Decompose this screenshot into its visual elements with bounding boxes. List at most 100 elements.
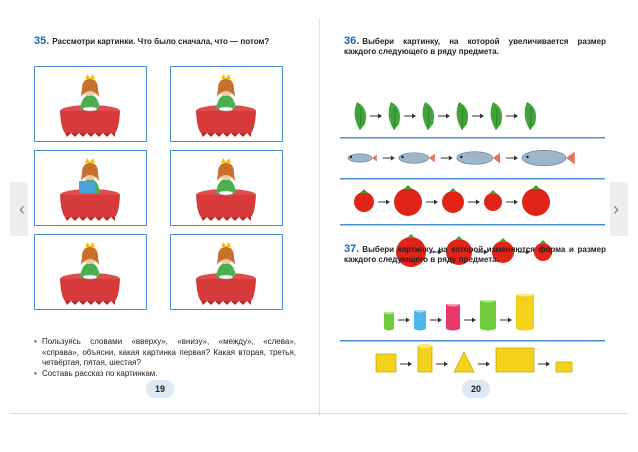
row-divider bbox=[340, 224, 605, 226]
tablecloth bbox=[196, 195, 256, 217]
tomato-leaf bbox=[360, 189, 368, 193]
girl-dress bbox=[80, 95, 100, 109]
arrow-head-icon bbox=[486, 361, 490, 367]
cylinder-icon bbox=[384, 312, 394, 328]
cylinder-icon bbox=[417, 345, 433, 373]
cylinder-top bbox=[384, 309, 394, 315]
fish-tail bbox=[492, 152, 500, 164]
instruction-item: Составь рассказ по картинкам. bbox=[34, 369, 296, 380]
page-number-left: 19 bbox=[146, 380, 174, 398]
cylinder-bottom bbox=[414, 325, 426, 331]
tablecloth-fringe bbox=[65, 301, 115, 305]
girl-at-table-illustration bbox=[60, 158, 120, 221]
arrow-head-icon bbox=[386, 199, 390, 205]
cylinder-top bbox=[480, 297, 496, 303]
tomato-leaf bbox=[404, 185, 412, 189]
girl-at-table-illustration bbox=[60, 74, 120, 137]
tomato-icon bbox=[446, 239, 472, 265]
task-37-heading: 37.Выбери картинку, на которой изменяютс… bbox=[344, 244, 606, 265]
fish-eye bbox=[460, 155, 463, 159]
plate-icon bbox=[218, 274, 234, 280]
page-number-right: 20 bbox=[462, 380, 490, 398]
cylinder-top bbox=[516, 291, 534, 297]
cylinder-bottom bbox=[446, 325, 460, 331]
row-divider bbox=[340, 340, 605, 342]
page-gutter bbox=[319, 18, 320, 416]
cube-icon bbox=[375, 353, 397, 373]
fish-icon bbox=[521, 150, 567, 167]
girl-dress bbox=[216, 95, 236, 109]
row-divider bbox=[340, 178, 605, 180]
plate-icon bbox=[218, 106, 234, 112]
task-36-rows bbox=[340, 102, 605, 267]
task-36-number: 36. bbox=[344, 35, 360, 47]
arrow-head-icon bbox=[480, 113, 484, 119]
crown-icon bbox=[85, 242, 95, 247]
leaf-vein bbox=[529, 107, 532, 131]
arrow-head-icon bbox=[438, 249, 442, 255]
tablecloth bbox=[60, 111, 120, 133]
fish-eye bbox=[526, 155, 529, 159]
fish-tail bbox=[372, 154, 377, 162]
girl-at-table-illustration bbox=[196, 242, 256, 305]
tablecloth-fringe bbox=[65, 217, 115, 221]
plate-icon bbox=[82, 106, 98, 112]
tomato-icon bbox=[534, 243, 552, 261]
picture-panel-1 bbox=[34, 66, 147, 142]
crown-icon bbox=[85, 158, 95, 163]
left-page: 35.Рассмотри картинки. Что было сначала,… bbox=[28, 22, 313, 412]
tomato-icon bbox=[354, 192, 374, 212]
fish-eye bbox=[401, 155, 404, 159]
cylinder-bottom bbox=[516, 325, 534, 331]
leaf-vein bbox=[495, 107, 498, 131]
task-36-text: Выбери картинку, на которой увеличиваетс… bbox=[344, 37, 606, 56]
cylinder-top bbox=[418, 343, 432, 349]
leaf-vein bbox=[393, 107, 396, 131]
arrow-head-icon bbox=[526, 249, 530, 255]
plate-icon bbox=[82, 274, 98, 280]
tomato-leaf bbox=[449, 188, 457, 192]
arrow-head-icon bbox=[476, 199, 480, 205]
cylinder-icon bbox=[414, 310, 426, 328]
cylinder-top bbox=[414, 307, 426, 313]
arrow-head-icon bbox=[472, 317, 476, 323]
task-37-text: Выбери картинку, на которой изменяются ф… bbox=[344, 245, 606, 264]
crown-icon bbox=[221, 74, 231, 79]
arrow-head-icon bbox=[390, 155, 395, 161]
tomato-icon bbox=[484, 193, 502, 211]
task-36-heading: 36.Выбери картинку, на которой увеличива… bbox=[344, 36, 606, 57]
tomato-icon bbox=[492, 241, 514, 263]
cylinder-icon bbox=[480, 300, 496, 328]
girl-at-table-illustration bbox=[196, 158, 256, 221]
arrow-head-icon bbox=[412, 113, 416, 119]
girl-hair bbox=[81, 247, 99, 265]
tablecloth-fringe bbox=[65, 133, 115, 137]
small-box-icon bbox=[555, 361, 573, 373]
instruction-item: Пользуясь словами «вверху», «внизу», «ме… bbox=[34, 337, 296, 369]
cylinder-bottom bbox=[480, 325, 496, 331]
fish-eye bbox=[349, 155, 353, 159]
tomato-leaf bbox=[455, 236, 463, 240]
tomato-leaf bbox=[539, 240, 547, 244]
picture-panel-2 bbox=[170, 66, 283, 142]
book-icon bbox=[79, 181, 95, 193]
cylinder-icon bbox=[446, 304, 460, 328]
girl-hair bbox=[217, 163, 235, 181]
task-37-rows bbox=[340, 291, 605, 373]
picture-panel-3 bbox=[34, 150, 147, 226]
arrow-head-icon bbox=[514, 199, 518, 205]
girl-hair bbox=[81, 163, 99, 181]
tablecloth bbox=[60, 279, 120, 301]
tomato-icon bbox=[442, 191, 464, 213]
task-35-instructions: Пользуясь словами «вверху», «внизу», «ме… bbox=[34, 337, 296, 379]
arrow-head-icon bbox=[484, 249, 488, 255]
tomato-leaf bbox=[499, 238, 507, 242]
fish-icon bbox=[398, 152, 430, 164]
leaf-vein bbox=[461, 107, 464, 131]
arrow-head-icon bbox=[446, 113, 450, 119]
girl-dress bbox=[216, 179, 236, 193]
bottom-divider bbox=[10, 413, 628, 414]
tablecloth bbox=[196, 279, 256, 301]
girl-at-table-illustration bbox=[196, 74, 256, 137]
arrow-head-icon bbox=[448, 155, 453, 161]
